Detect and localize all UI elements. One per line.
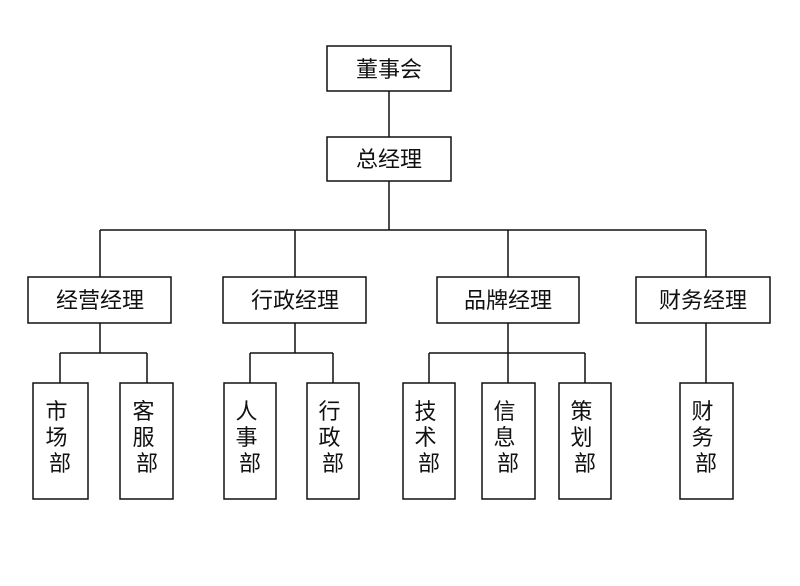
node-dept-4-1-box [679, 382, 734, 500]
dept-3-1-char: 术 [414, 426, 436, 451]
dept-2-2-char: 政 [318, 426, 340, 451]
dept-1-1-char: 市 [45, 400, 67, 425]
dept-3-3-char: 策 [570, 400, 592, 425]
node-dept-3-2: 信 息 部 [481, 382, 536, 500]
node-board-label: 董事会 [356, 58, 422, 83]
node-dept-2-2-label: 行 政 部 [318, 400, 347, 477]
node-board-box [326, 45, 452, 92]
node-dept-3-3: 策 划 部 [558, 382, 612, 500]
dept-2-2-char: 行 [318, 400, 340, 425]
dept-1-2-char: 服 [132, 426, 154, 451]
dept-3-2-char: 部 [497, 452, 519, 477]
node-dept-1-1-box [32, 382, 89, 500]
node-dept-2-1-label: 人 事 部 [235, 400, 264, 477]
dept-3-3-char: 划 [570, 426, 592, 451]
node-manager-2-box [222, 276, 367, 324]
node-dept-3-1: 技 术 部 [402, 382, 456, 500]
dept-1-1-char: 场 [45, 426, 67, 451]
node-dept-1-2-label: 客 服 部 [132, 400, 161, 477]
node-dept-2-2: 行 政 部 [306, 382, 360, 500]
node-dept-3-2-label: 信 息 部 [493, 400, 522, 477]
dept-1-1-char: 部 [49, 452, 71, 477]
node-board: 董事会 [326, 45, 452, 92]
node-general-manager: 总经理 [326, 136, 452, 182]
node-manager-4: 财务经理 [635, 276, 771, 324]
node-dept-3-3-label: 策 划 部 [570, 400, 599, 477]
node-manager-3: 品牌经理 [436, 276, 580, 324]
connector-lines [59, 91, 707, 383]
dept-2-1-char: 部 [239, 452, 261, 477]
node-manager-1-label: 经营经理 [56, 289, 144, 314]
node-dept-2-1: 人 事 部 [223, 382, 277, 500]
node-dept-4-1: 财 务 部 [679, 382, 734, 500]
dept-2-1-char: 人 [235, 400, 257, 425]
node-manager-3-box [436, 276, 580, 324]
node-dept-3-1-label: 技 术 部 [414, 400, 443, 477]
dept-4-1-char: 务 [691, 426, 713, 451]
node-dept-1-1-label: 市 场 部 [45, 400, 74, 477]
dept-1-2-char: 部 [136, 452, 158, 477]
dept-1-2-char: 客 [132, 400, 154, 425]
node-dept-3-1-box [402, 382, 456, 500]
node-dept-3-3-box [558, 382, 612, 500]
node-dept-1-1: 市 场 部 [32, 382, 89, 500]
dept-3-2-char: 信 [493, 400, 515, 425]
dept-2-2-char: 部 [322, 452, 344, 477]
node-manager-1: 经营经理 [27, 276, 172, 324]
node-manager-1-box [27, 276, 172, 324]
node-general-manager-box [326, 136, 452, 182]
node-manager-4-label: 财务经理 [659, 289, 747, 314]
node-manager-4-box [635, 276, 771, 324]
node-general-manager-label: 总经理 [356, 148, 422, 173]
node-dept-3-2-box [481, 382, 536, 500]
dept-3-3-char: 部 [574, 452, 596, 477]
node-manager-2-label: 行政经理 [251, 289, 339, 314]
dept-3-1-char: 技 [414, 400, 436, 425]
node-manager-2: 行政经理 [222, 276, 367, 324]
dept-3-1-char: 部 [418, 452, 440, 477]
node-manager-3-label: 品牌经理 [464, 289, 552, 314]
node-dept-1-2-box [119, 382, 174, 500]
dept-3-2-char: 息 [493, 426, 515, 451]
node-dept-4-1-label: 财 务 部 [691, 400, 720, 477]
node-dept-2-2-box [306, 382, 360, 500]
node-dept-2-1-box [223, 382, 277, 500]
node-dept-1-2: 客 服 部 [119, 382, 174, 500]
dept-4-1-char: 部 [695, 452, 717, 477]
dept-2-1-char: 事 [235, 426, 257, 451]
dept-4-1-char: 财 [691, 400, 713, 425]
